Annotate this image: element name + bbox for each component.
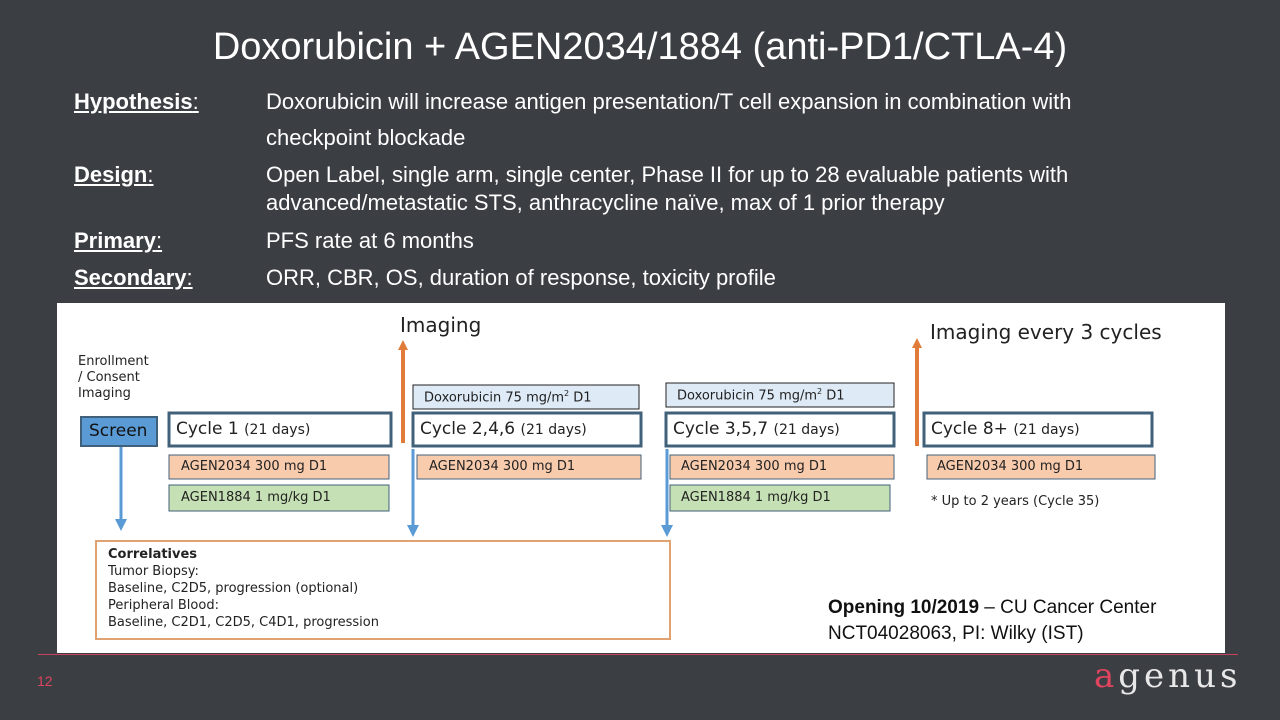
cycle357-label: Cycle 3,5,7 (21 days): [673, 419, 840, 439]
agen1884-label-2: AGEN1884 1 mg/kg D1: [681, 490, 831, 505]
enrollment-line-3: Imaging: [78, 386, 131, 401]
screen-label: Screen: [89, 421, 148, 441]
agen1884-box-2: [669, 484, 891, 512]
doxo-box-2: [665, 382, 895, 408]
opening-note: Opening 10/2019 – CU Cancer Center NCT04…: [828, 595, 1156, 647]
design-line-1: Open Label, single arm, single center, P…: [266, 162, 1069, 187]
agen1884-box-1: [168, 484, 390, 512]
correlatives-text: Correlatives Tumor Biopsy: Baseline, C2D…: [108, 546, 379, 631]
cycle246-box: [411, 411, 643, 448]
cycle246-label: Cycle 2,4,6 (21 days): [420, 419, 587, 439]
imaging-label: Imaging: [400, 313, 482, 337]
agen2034-box-3: [669, 454, 895, 480]
secondary-text: ORR, CBR, OS, duration of response, toxi…: [266, 265, 776, 290]
design-text: Open Label, single arm, single center, P…: [266, 161, 1166, 217]
secondary-label: Secondary:: [74, 265, 193, 290]
agen2034-box-1: [168, 454, 390, 480]
agen2034-box-4: [926, 454, 1156, 480]
page-number: 12: [37, 673, 53, 689]
design-line-2: advanced/metastatic STS, anthracycline n…: [266, 190, 945, 215]
screen-box: [80, 416, 158, 447]
hypothesis-line-1: Doxorubicin will increase antigen presen…: [266, 89, 1072, 114]
enrollment-line-2: / Consent: [78, 370, 140, 385]
doxo-box-1: [412, 384, 640, 410]
agen2034-label-4: AGEN2034 300 mg D1: [937, 459, 1084, 474]
enrollment-text: Enrollment / Consent Imaging: [78, 354, 149, 402]
opening-line-2: NCT04028063, PI: Wilky (IST): [828, 623, 1084, 644]
agen2034-box-2: [416, 454, 642, 480]
diagram-shapes: [80, 338, 1156, 640]
correlatives-box: [95, 540, 671, 640]
imaging-every-label: Imaging every 3 cycles: [930, 320, 1162, 344]
hypothesis-text: Doxorubicin will increase antigen presen…: [266, 88, 1166, 152]
cycle1-days: (21 days): [244, 422, 311, 438]
study-schema-diagram: Imaging Imaging every 3 cycles Enrollmen…: [57, 303, 1225, 653]
correlatives-line: Baseline, C2D1, C2D5, C4D1, progression: [108, 615, 379, 630]
correlatives-title: Correlatives: [108, 547, 198, 562]
hypothesis-line-2: checkpoint blockade: [266, 125, 466, 150]
cycle1-box: [167, 411, 393, 448]
cycle1-label: Cycle 1 (21 days): [176, 419, 310, 439]
footer-divider: [38, 654, 1238, 655]
opening-line-1: Opening 10/2019 – CU Cancer Center: [828, 597, 1157, 618]
design-label: Design:: [74, 162, 154, 187]
correlatives-line: Baseline, C2D5, progression (optional): [108, 581, 359, 596]
slide-title: Doxorubicin + AGEN2034/1884 (anti-PD1/CT…: [212, 26, 1068, 68]
doxo-label-1: Doxorubicin 75 mg/m2 D1: [424, 389, 592, 406]
cycle246-name: Cycle 2,4,6: [420, 419, 516, 439]
agen2034-label-3: AGEN2034 300 mg D1: [681, 459, 828, 474]
cycle8-box: [922, 411, 1154, 448]
enrollment-line-1: Enrollment: [78, 354, 149, 369]
cycle357-days: (21 days): [773, 422, 840, 438]
cycle-footnote: * Up to 2 years (Cycle 35): [931, 494, 1100, 509]
hypothesis-label: Hypothesis:: [74, 89, 199, 114]
doxo-label-2: Doxorubicin 75 mg/m2 D1: [677, 387, 845, 404]
agen1884-label-1: AGEN1884 1 mg/kg D1: [181, 490, 331, 505]
cycle1-name: Cycle 1: [176, 419, 239, 439]
agenus-logo: agenus: [1094, 656, 1242, 696]
correlatives-line: Tumor Biopsy:: [108, 564, 199, 579]
cycle357-box: [664, 411, 896, 448]
agen2034-label-2: AGEN2034 300 mg D1: [429, 459, 576, 474]
primary-label: Primary:: [74, 228, 163, 253]
cycle8-label: Cycle 8+ (21 days): [931, 419, 1080, 439]
cycle8-name: Cycle 8+: [931, 419, 1008, 439]
cycle246-days: (21 days): [520, 422, 587, 438]
agen2034-label-1: AGEN2034 300 mg D1: [181, 459, 328, 474]
primary-text: PFS rate at 6 months: [266, 228, 474, 253]
cycle8-days: (21 days): [1013, 422, 1080, 438]
correlatives-line: Peripheral Blood:: [108, 598, 219, 613]
cycle357-name: Cycle 3,5,7: [673, 419, 769, 439]
